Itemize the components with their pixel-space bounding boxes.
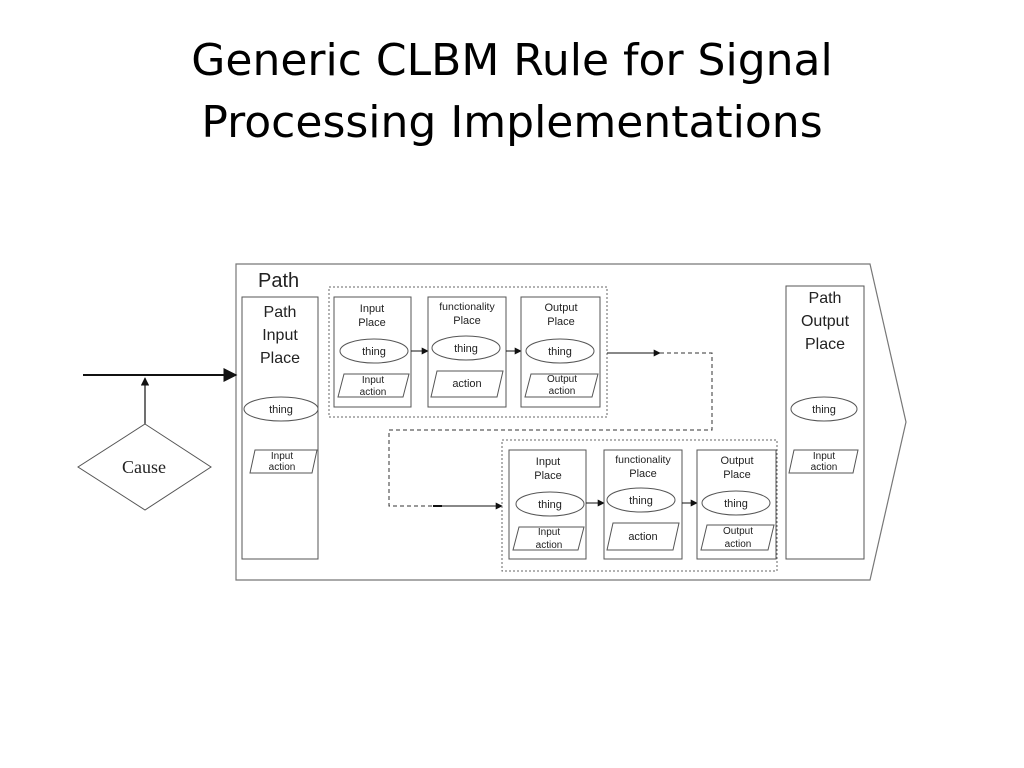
g2-output-label-1: Output — [720, 455, 753, 467]
path-input-thing-token — [243, 396, 319, 422]
g1-input-action-1: Input — [362, 375, 384, 386]
g2-input-thing-token — [515, 491, 585, 517]
g1-func-label-1: functionality — [439, 301, 495, 313]
g1-output-action-1: Output — [547, 374, 577, 385]
g2-input-action-1: Input — [538, 527, 560, 538]
cause-diamond — [77, 423, 212, 511]
path-output-action-shape — [788, 449, 859, 474]
g2-func-action: action — [628, 531, 657, 543]
path-output-label-1: Path — [809, 290, 842, 307]
g1-input-thing-token — [339, 338, 409, 364]
g2-func-thing: thing — [629, 495, 653, 507]
g2-func-thing-token — [606, 487, 676, 513]
g1-output-thing-token — [525, 338, 595, 364]
g1-input-label-2: Place — [358, 317, 386, 329]
g2-output-label-2: Place — [723, 469, 751, 481]
g2-input-label-1: Input — [536, 456, 560, 468]
path-output-label-3: Place — [805, 336, 845, 353]
g1-output-thing: thing — [548, 346, 572, 358]
g2-output-action-2: action — [725, 539, 752, 550]
g1-input-action-shape — [337, 373, 410, 398]
g2-output-action-shape — [700, 524, 775, 551]
g2-output-thing: thing — [724, 498, 748, 510]
g2-output-thing-token — [701, 490, 771, 516]
path-output-action-2: action — [811, 462, 838, 473]
g2-input-label-2: Place — [534, 470, 562, 482]
path-output-thing: thing — [812, 404, 836, 416]
path-output-label-2: Output — [801, 313, 850, 330]
connector-dashed — [388, 352, 713, 507]
g2-output-action-1: Output — [723, 526, 753, 537]
g1-func-label-2: Place — [453, 315, 481, 327]
path-input-action-2: action — [269, 462, 296, 473]
path-output-place: Path Output Place thing Input action — [785, 285, 865, 560]
cause-label: Cause — [122, 457, 166, 477]
path-input-place: Path Input Place thing Input action — [241, 296, 319, 560]
title-line-2: Processing Implementations — [201, 97, 823, 148]
g2-input-thing: thing — [538, 499, 562, 511]
g1-input-label-1: Input — [360, 303, 384, 315]
title-line-1: Generic CLBM Rule for Signal — [191, 35, 833, 86]
path-input-label-3: Place — [260, 350, 300, 367]
g1-func-action-shape — [430, 370, 504, 398]
path-input-label-2: Input — [262, 327, 298, 344]
path-label: Path — [258, 270, 299, 292]
path-output-thing-token — [790, 396, 858, 422]
path-output-action-1: Input — [813, 451, 835, 462]
path-input-action-1: Input — [271, 451, 293, 462]
rule-group-2: Input Place thing Input action functiona… — [501, 439, 778, 572]
slide-title: Generic CLBM Rule for Signal Processing … — [0, 30, 1024, 154]
g1-output-action-2: action — [549, 386, 576, 397]
g1-input-action-2: action — [360, 387, 387, 398]
g1-func-action: action — [452, 378, 481, 390]
g1-output-action-shape — [524, 373, 599, 398]
path-input-thing: thing — [269, 404, 293, 416]
path-input-label-1: Path — [264, 304, 297, 321]
g1-output-label-2: Place — [547, 316, 575, 328]
g1-func-thing-token — [431, 335, 501, 361]
g1-input-thing: thing — [362, 346, 386, 358]
g1-func-thing: thing — [454, 343, 478, 355]
rule-group-1: Input Place thing Input action functiona… — [328, 286, 608, 418]
g2-func-label-2: Place — [629, 468, 657, 480]
g2-func-label-1: functionality — [615, 454, 671, 466]
g2-func-action-shape — [606, 522, 680, 551]
g2-input-action-2: action — [536, 540, 563, 551]
path-input-action-shape — [249, 449, 318, 474]
g2-input-action-shape — [512, 526, 585, 551]
g1-output-label-1: Output — [544, 302, 577, 314]
